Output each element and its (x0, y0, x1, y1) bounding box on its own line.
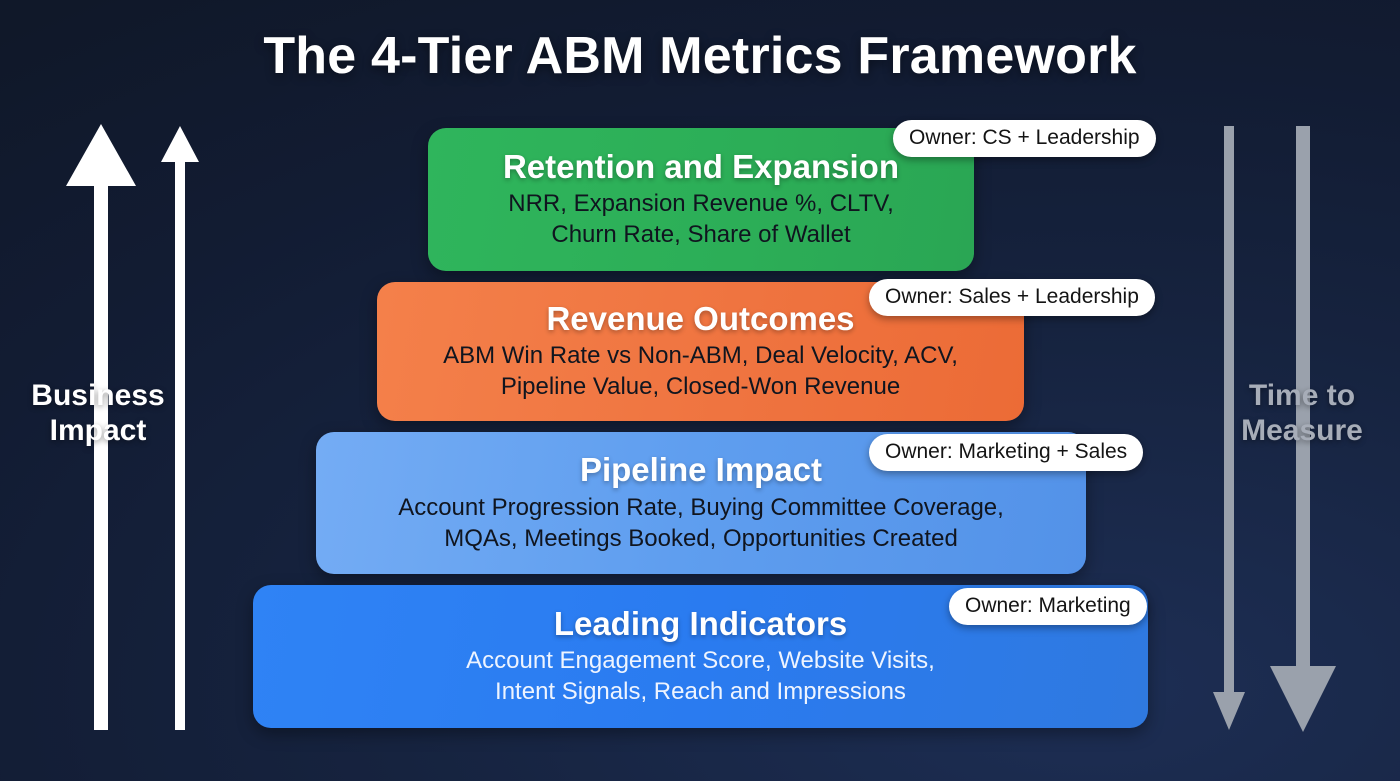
tier-metrics: NRR, Expansion Revenue %, CLTV, Churn Ra… (508, 190, 894, 249)
business-impact-arrow-up-thick (66, 124, 136, 730)
tier-retention-and-expansion[interactable]: Retention and Expansion NRR, Expansion R… (428, 128, 974, 271)
tier-leading-indicators[interactable]: Leading Indicators Account Engagement Sc… (253, 585, 1148, 728)
tier-title: Retention and Expansion (502, 147, 900, 185)
business-impact-arrow-up-thin (161, 126, 199, 730)
owner-badge-leading: Owner: Marketing (949, 588, 1147, 626)
owner-badge-revenue: Owner: Sales + Leadership (869, 279, 1155, 317)
time-to-measure-label: Time to Measure (1241, 379, 1363, 448)
tier-title: Pipeline Impact (579, 451, 823, 488)
time-to-measure-arrow-down-thin (1213, 126, 1245, 730)
tier-title: Revenue Outcomes (546, 299, 855, 337)
tier-metrics: Account Engagement Score, Website Visits… (466, 647, 935, 706)
owner-badge-pipeline: Owner: Marketing + Sales (869, 434, 1144, 472)
owner-badge-retention: Owner: CS + Leadership (893, 120, 1156, 158)
tier-metrics: ABM Win Rate vs Non-ABM, Deal Velocity, … (443, 342, 958, 401)
time-to-measure-arrow-down-thick (1270, 126, 1336, 732)
tier-metrics: Account Progression Rate, Buying Committ… (398, 493, 1004, 552)
tier-title: Leading Indicators (553, 604, 848, 642)
page-title: The 4-Tier ABM Metrics Framework (263, 27, 1137, 85)
business-impact-label: Business Impact (31, 379, 165, 448)
tier-revenue-outcomes[interactable]: Revenue Outcomes ABM Win Rate vs Non-ABM… (377, 282, 1024, 421)
